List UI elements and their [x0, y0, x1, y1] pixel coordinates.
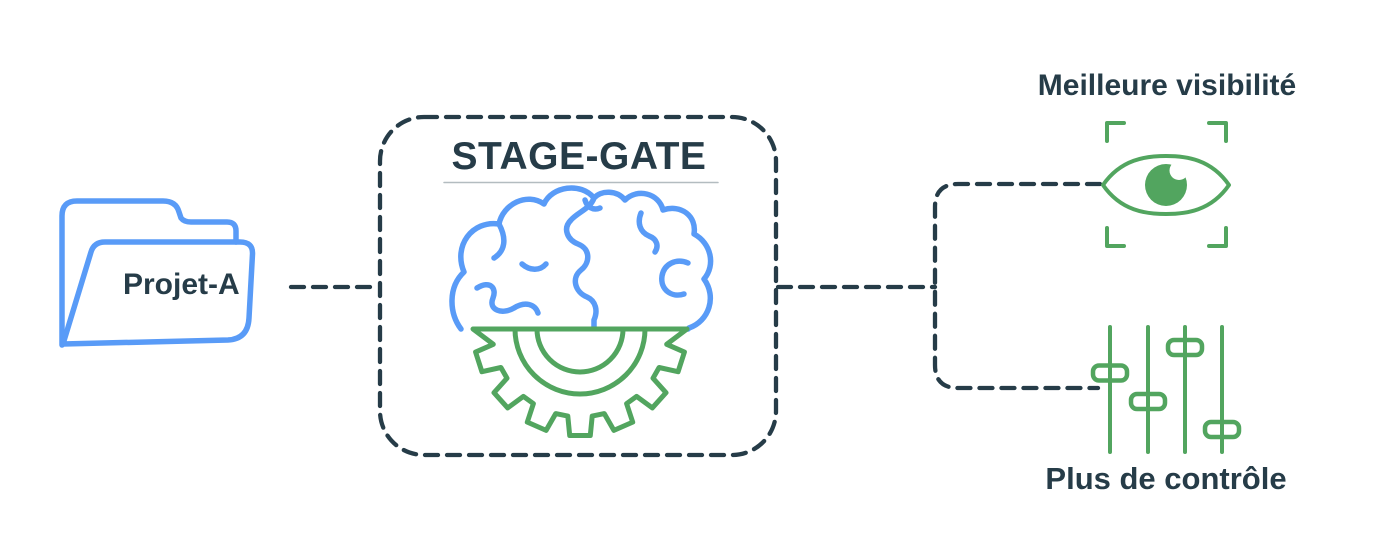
eye-pupil-highlight [1169, 161, 1189, 180]
process-title: STAGE-GATE [451, 135, 707, 178]
eye-icon [1101, 121, 1231, 248]
outcome-control-label: Plus de contrôle [1045, 461, 1287, 496]
folder-icon [59, 198, 256, 348]
connector-branch-to-outcomes [932, 181, 1103, 391]
sliders-icon [1090, 325, 1242, 454]
gear-icon [470, 326, 690, 438]
stage-gate-box [377, 114, 779, 458]
brain-icon [449, 185, 714, 332]
source-project-label: Projet-A [123, 268, 240, 301]
focus-frame-icon [1105, 121, 1228, 248]
outcome-visibility-label: Meilleure visibilité [1037, 69, 1297, 102]
